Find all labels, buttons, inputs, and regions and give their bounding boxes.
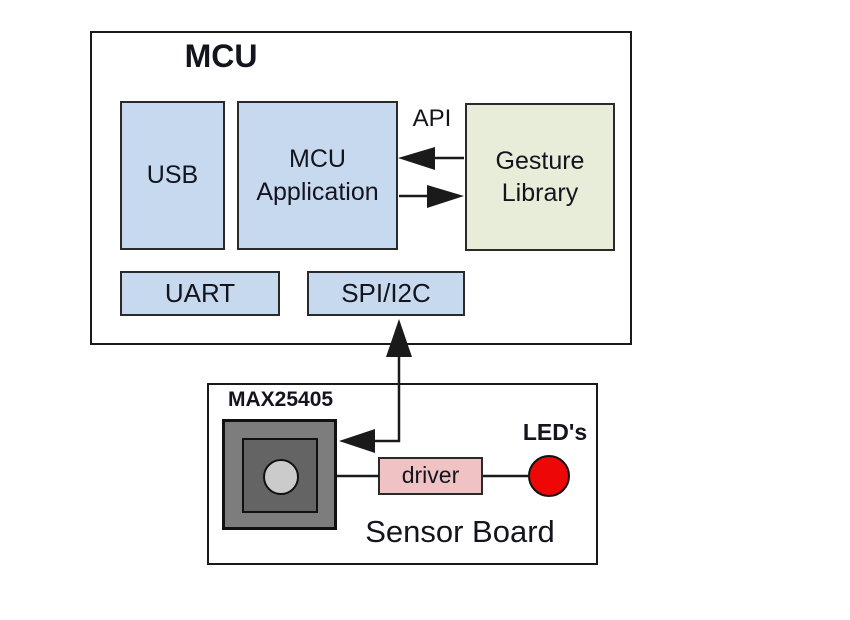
api-label: API [412, 105, 452, 132]
leds-label: LED's [522, 419, 588, 445]
driver-block-label: driver [401, 462, 460, 489]
max25405-lens-icon [263, 459, 299, 495]
spi-i2c-block: SPI/I2C [307, 271, 465, 316]
mcu-title: MCU [184, 38, 258, 74]
spi-i2c-block-label: SPI/I2C [341, 277, 431, 308]
max25405-label: MAX25405 [228, 388, 334, 411]
usb-block-label: USB [146, 161, 199, 190]
driver-block: driver [378, 457, 483, 495]
mcu-application-label: MCU Application [256, 145, 379, 206]
uart-block-label: UART [164, 277, 236, 308]
mcu-application-block: MCU Application [237, 101, 398, 250]
uart-block: UART [120, 271, 280, 316]
sensor-board-title: Sensor Board [365, 514, 555, 549]
gesture-library-block: Gesture Library [465, 103, 615, 251]
led-indicator-icon [528, 455, 570, 497]
gesture-library-label: Gesture Library [495, 146, 585, 208]
max25405-chip [222, 419, 337, 530]
usb-block: USB [120, 101, 225, 250]
max25405-chip-inner [242, 438, 318, 513]
